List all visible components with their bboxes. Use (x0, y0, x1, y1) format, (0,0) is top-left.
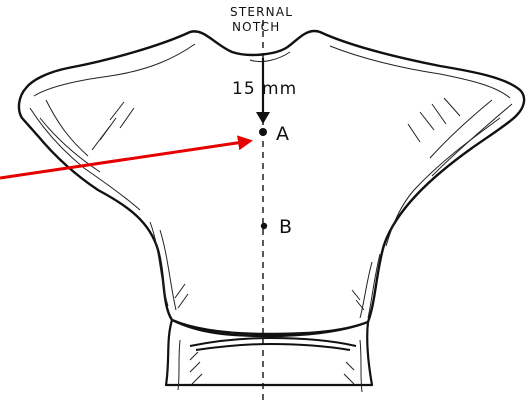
point-a-dot (259, 128, 267, 136)
point-b-dot (261, 223, 267, 229)
manubrium-outline (19, 31, 524, 334)
measurement-label: 15 mm (232, 79, 297, 99)
sternal-notch-label-line2: NOTCH (232, 20, 280, 34)
point-b-label: B (279, 216, 292, 238)
point-a-label: A (276, 123, 289, 145)
sternal-notch-label-line1: STERNAL (230, 5, 293, 19)
